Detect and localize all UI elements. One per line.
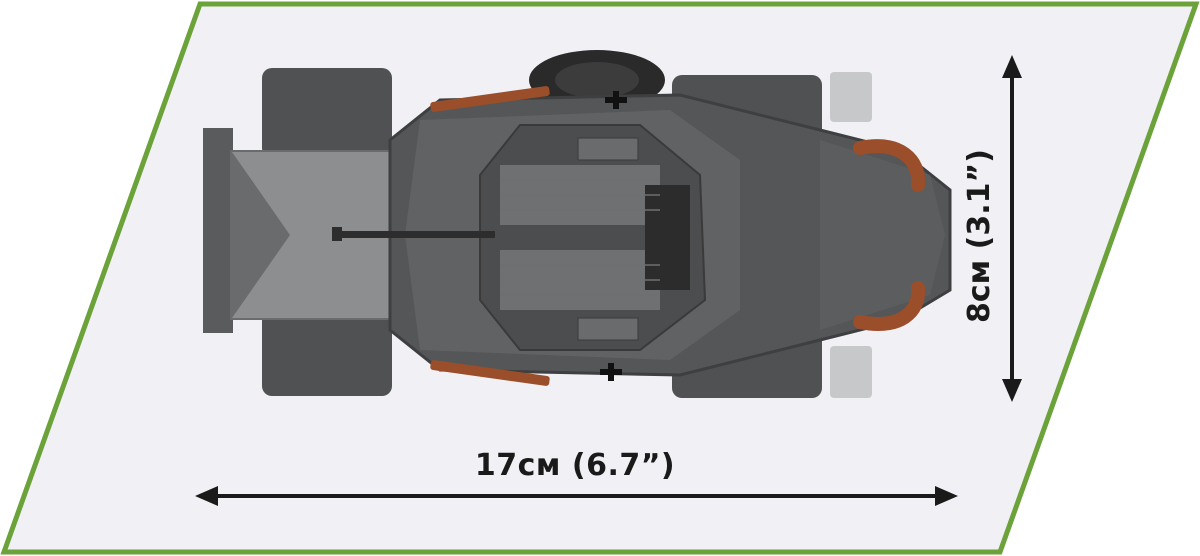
vehicle-cross-marking-top (605, 91, 627, 109)
vehicle-jerrycan-bottom (830, 346, 872, 398)
vehicle-jerrycan-top (830, 72, 872, 122)
width-dimension-label: 17см (6.7”) (474, 448, 676, 483)
height-dimension-arrow (1002, 55, 1022, 402)
width-dimension-arrow (195, 486, 958, 506)
vehicle-exhaust-bottom (853, 281, 926, 331)
vehicle-tool-top (430, 86, 550, 112)
vehicle-rear-wheel-bottom (262, 306, 392, 396)
vehicle-gun-barrel (335, 231, 495, 238)
vehicle-cross-marking-bottom (600, 363, 622, 381)
vehicle-tool-bottom (430, 360, 550, 386)
vehicle-rear-grille (203, 128, 233, 333)
vehicle-image (203, 50, 952, 398)
height-dimension-label: 8см (3.1”) (962, 149, 997, 323)
vehicle-rear-wheel-top (262, 68, 392, 158)
vehicle-exhaust-top (853, 139, 926, 192)
